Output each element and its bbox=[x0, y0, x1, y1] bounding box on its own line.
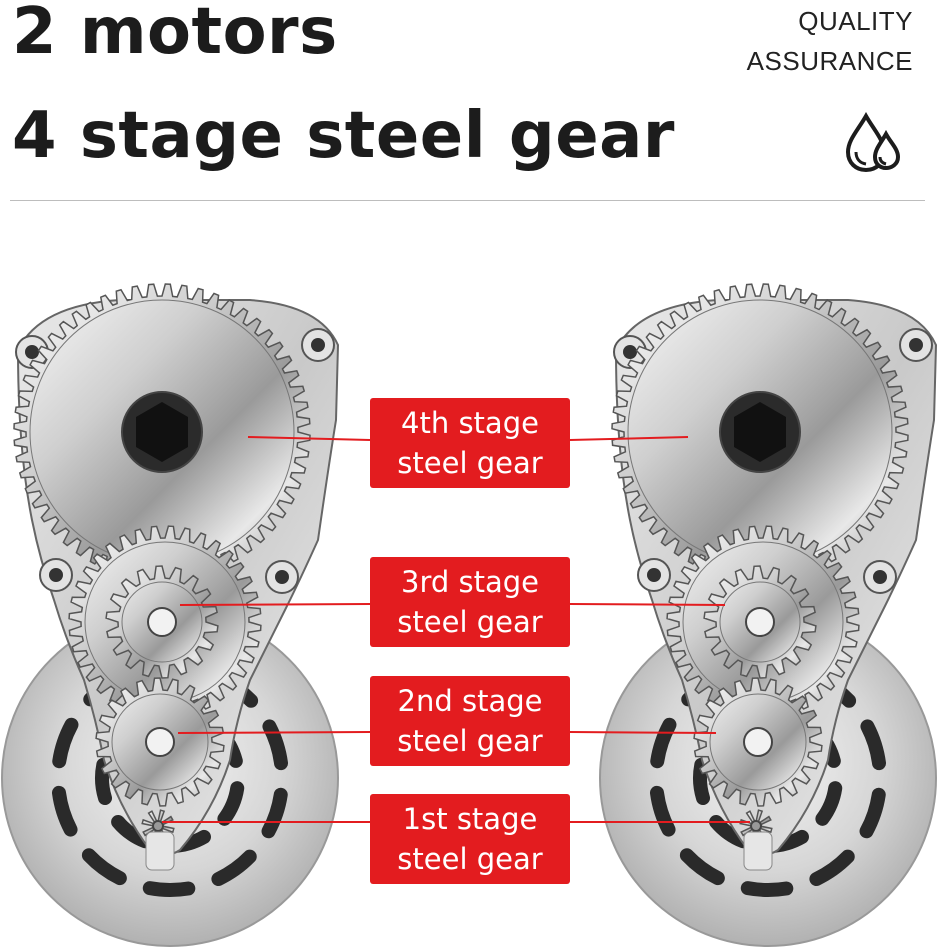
assurance-label: ASSURANCE bbox=[746, 46, 913, 76]
label-3rd-stage-line1: 3rd stage bbox=[401, 565, 539, 599]
vent-slot bbox=[693, 757, 711, 806]
label-1st-stage: 1st stage steel gear bbox=[370, 794, 570, 884]
gear-3rd-stage-right-hub bbox=[745, 607, 775, 637]
screw-hole bbox=[275, 570, 289, 584]
gear-2nd-stage-left bbox=[95, 677, 225, 807]
vent-slot bbox=[649, 785, 676, 837]
vent-slot bbox=[740, 881, 794, 897]
header-divider bbox=[10, 200, 925, 201]
leader-line-right-0 bbox=[569, 436, 689, 441]
gear-3rd-stage-right bbox=[703, 565, 817, 679]
vent-slot bbox=[51, 785, 78, 837]
vent-slot bbox=[81, 848, 127, 886]
vent-slot bbox=[261, 787, 288, 839]
leader-line-right-2 bbox=[569, 731, 717, 734]
headline-line-2: 4 stage steel gear bbox=[12, 99, 675, 173]
screw-hole bbox=[909, 338, 923, 352]
screw-hole bbox=[623, 345, 637, 359]
vent-slot bbox=[859, 787, 886, 839]
gear-3rd-stage-left-rim bbox=[121, 581, 203, 663]
leader-line-left-1 bbox=[179, 603, 371, 606]
vent-slot bbox=[860, 719, 887, 771]
label-1st-stage-line2: steel gear bbox=[397, 842, 543, 876]
water-drops-icon bbox=[845, 112, 901, 173]
gear-3rd-stage-left bbox=[105, 565, 219, 679]
vent-slot bbox=[142, 881, 196, 897]
vent-slot bbox=[815, 781, 843, 826]
screw-hole bbox=[25, 345, 39, 359]
vent-slot bbox=[650, 717, 677, 769]
label-2nd-stage: 2nd stage steel gear bbox=[370, 676, 570, 766]
vent-slot bbox=[52, 717, 79, 769]
leader-line-left-0 bbox=[247, 436, 371, 441]
hex-shaft bbox=[136, 402, 188, 462]
label-4th-stage-line2: steel gear bbox=[397, 446, 543, 480]
label-2nd-stage-line1: 2nd stage bbox=[397, 684, 543, 718]
gear-1st-stage-left-hub bbox=[152, 820, 164, 832]
label-1st-stage-line1: 1st stage bbox=[402, 802, 538, 836]
label-4th-stage: 4th stage steel gear bbox=[370, 398, 570, 488]
gearbox-right bbox=[599, 283, 937, 947]
screw-hole bbox=[311, 338, 325, 352]
label-3rd-stage-line2: steel gear bbox=[397, 605, 543, 639]
gear-2nd-stage-right-rim bbox=[709, 693, 807, 791]
motor-shaft-right bbox=[743, 831, 773, 871]
gear-2nd-stage-right bbox=[693, 677, 823, 807]
gear-2nd-stage-right-hub bbox=[743, 727, 773, 757]
label-2nd-stage-line2: steel gear bbox=[397, 724, 543, 758]
gearbox-left bbox=[1, 283, 340, 947]
headline-line-1: 2 motors bbox=[12, 0, 338, 69]
vent-slot bbox=[679, 848, 725, 886]
leader-line-right-1 bbox=[569, 603, 726, 606]
label-4th-stage-line1: 4th stage bbox=[401, 406, 539, 440]
screw-hole bbox=[647, 568, 661, 582]
quality-label: QUALITY bbox=[798, 6, 913, 36]
gear-2nd-stage-left-rim bbox=[111, 693, 209, 791]
hex-shaft bbox=[734, 402, 786, 462]
motor-shaft-left bbox=[145, 831, 175, 871]
vent-slot bbox=[211, 849, 257, 886]
vent-slot bbox=[217, 781, 245, 826]
motor-vents-right bbox=[649, 659, 887, 897]
label-3rd-stage: 3rd stage steel gear bbox=[370, 557, 570, 647]
vent-slot bbox=[809, 849, 855, 886]
leader-line-left-2 bbox=[177, 731, 371, 734]
screw-hole bbox=[873, 570, 887, 584]
gear-2nd-stage-left-hub bbox=[145, 727, 175, 757]
gear-3rd-stage-right-rim bbox=[719, 581, 801, 663]
gear-3rd-stage-left-hub bbox=[147, 607, 177, 637]
vent-slot bbox=[95, 757, 113, 806]
gear-1st-stage-right-hub bbox=[750, 820, 762, 832]
screw-hole bbox=[49, 568, 63, 582]
vent-slot bbox=[262, 719, 289, 771]
